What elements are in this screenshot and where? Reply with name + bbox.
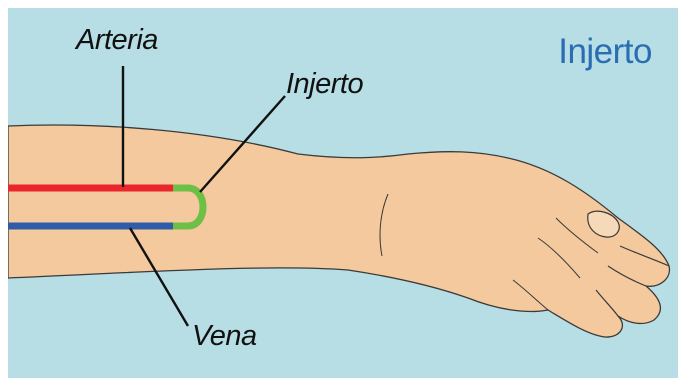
artery-label: Arteria bbox=[76, 24, 158, 57]
diagram-panel: Injerto Arteria Injerto Vena bbox=[8, 8, 678, 378]
vein-label: Vena bbox=[192, 320, 257, 353]
graft-label: Injerto bbox=[286, 68, 363, 101]
diagram-title: Injerto bbox=[558, 32, 652, 72]
